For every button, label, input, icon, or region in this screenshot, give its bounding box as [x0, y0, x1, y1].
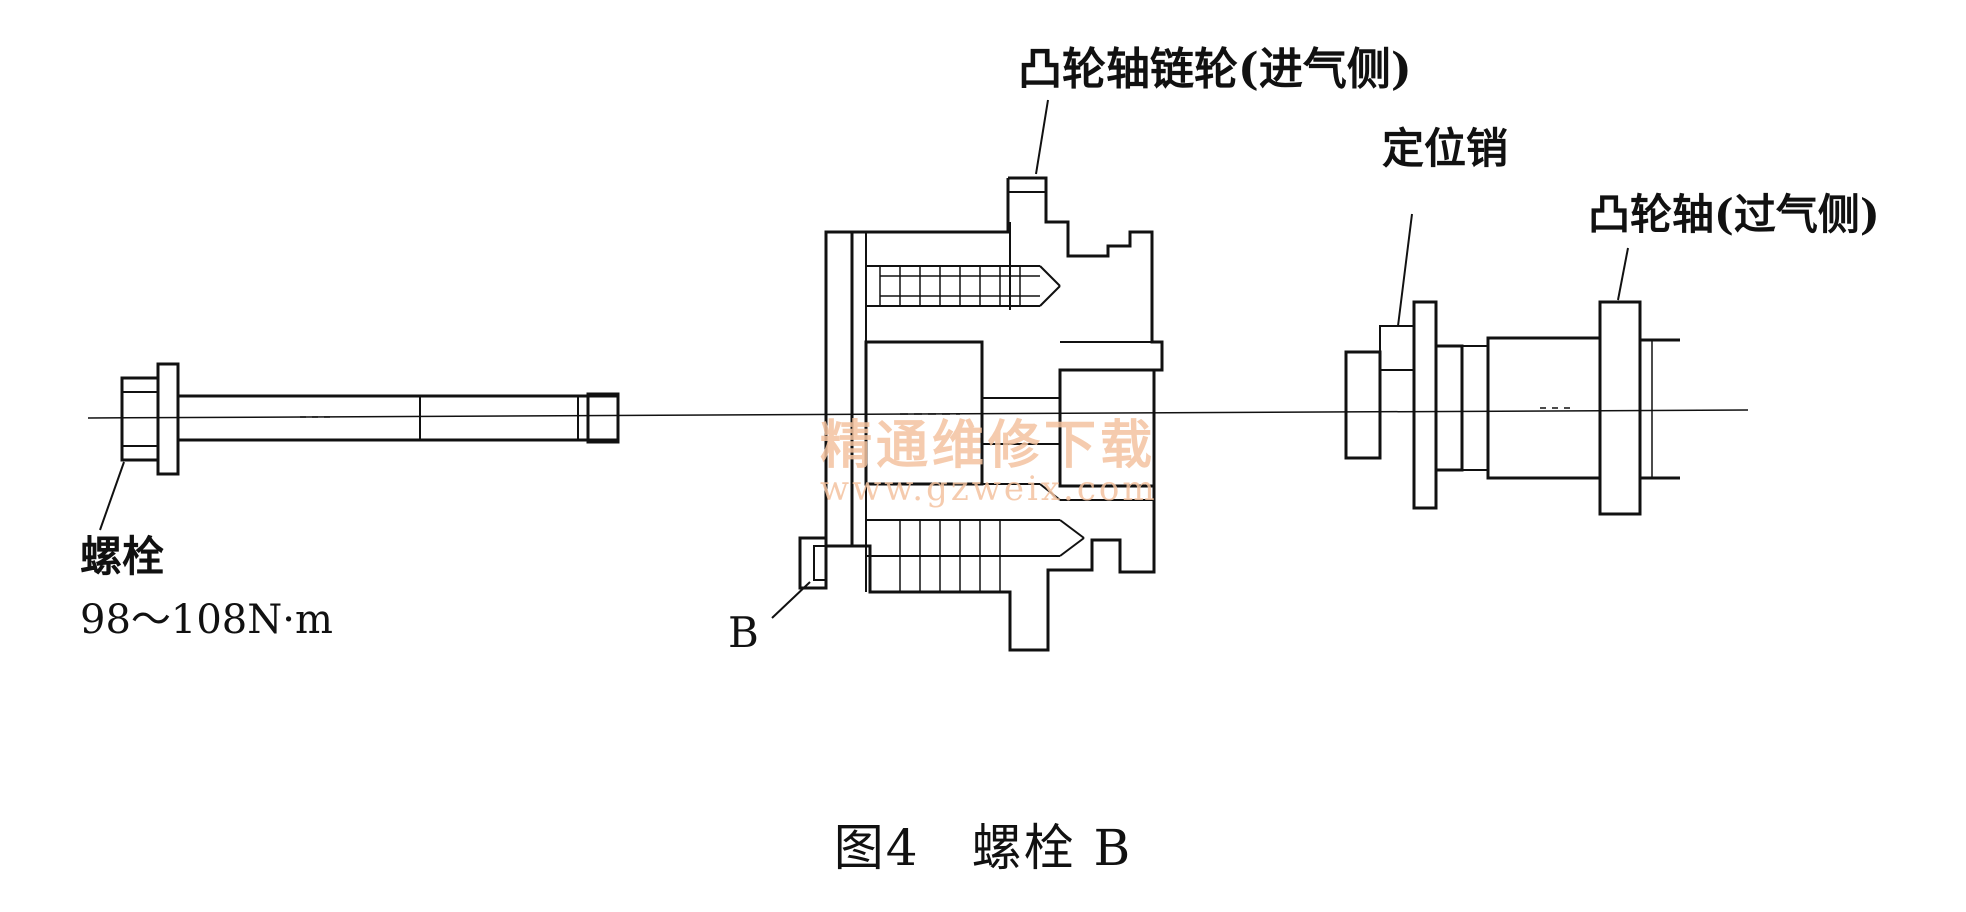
camshaft-part	[1344, 300, 1680, 516]
bolt-label: 螺栓	[80, 532, 165, 581]
bolt-b-leader-line	[771, 581, 811, 619]
bolt-leader-line	[99, 461, 125, 531]
bolt-b-label: B	[728, 608, 759, 657]
sprocket-leader-line	[1035, 99, 1049, 175]
locating-pin-leader-line	[1397, 213, 1413, 327]
intake-sprocket-label: 凸轮轴链轮(进气侧)	[1018, 44, 1412, 95]
camshaft-leader-line	[1617, 247, 1629, 301]
camshaft-sprocket-part	[798, 176, 1164, 652]
locating-pin-label: 定位销	[1382, 124, 1509, 173]
watermark-text: 精通维修下载	[820, 415, 1157, 476]
camshaft-label: 凸轮轴(过气侧)	[1588, 190, 1880, 239]
torque-spec-label: 98～108N·m	[80, 597, 333, 643]
bolt-part	[120, 362, 620, 476]
figure-caption: 图4 螺栓 B	[833, 819, 1133, 877]
watermark-url: www.gzweix.com	[820, 469, 1158, 509]
